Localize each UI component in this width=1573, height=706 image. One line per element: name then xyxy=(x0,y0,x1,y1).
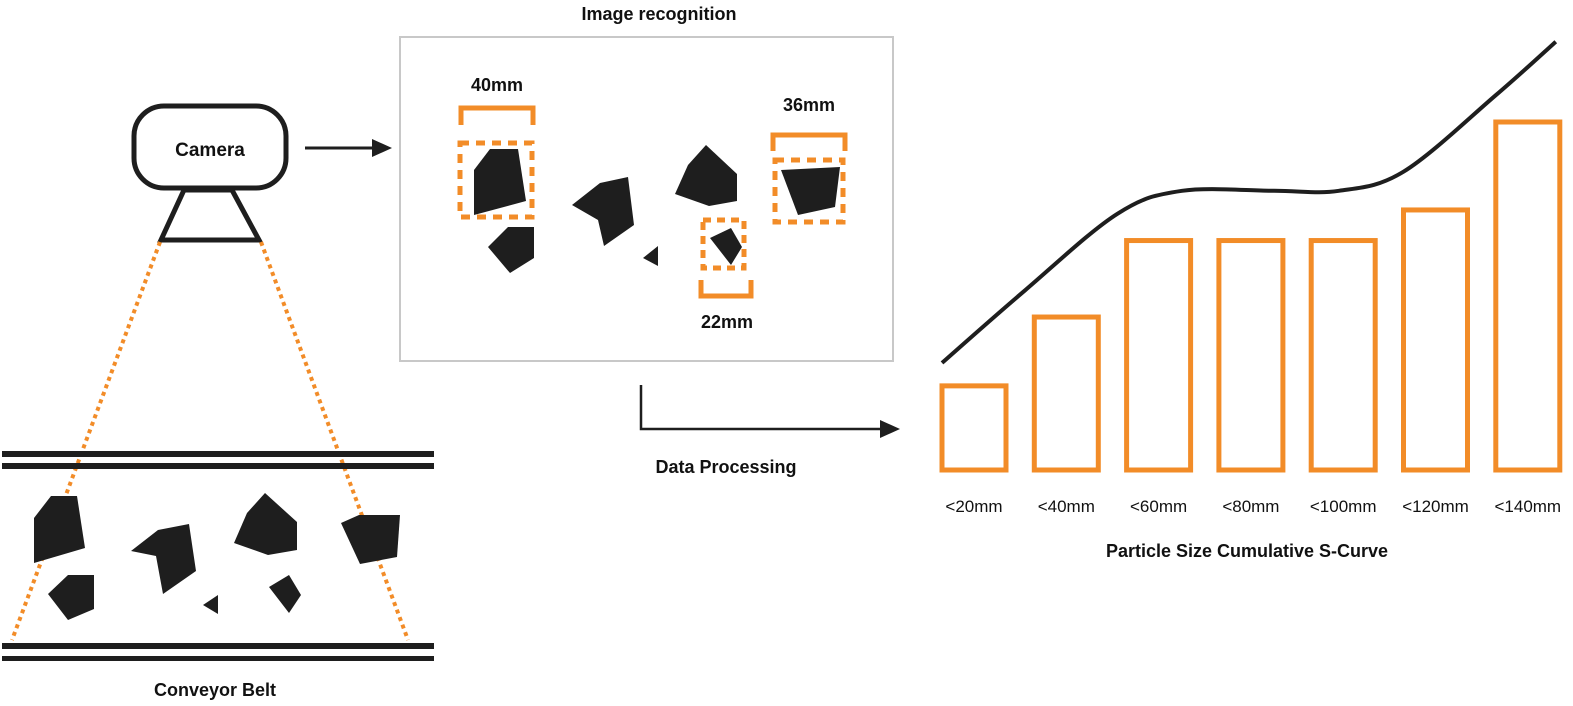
particle xyxy=(488,227,534,273)
s-curve-line xyxy=(940,40,1558,365)
particle xyxy=(781,167,840,215)
x-tick-label: <120mm xyxy=(1402,497,1469,516)
camera-label: Camera xyxy=(175,140,245,161)
belt-rail-bottom-1 xyxy=(2,643,434,649)
particle xyxy=(269,575,301,613)
data-processing-label: Data Processing xyxy=(655,457,796,477)
particle xyxy=(34,496,85,563)
chart-bars xyxy=(939,119,1563,473)
measurement-bracket xyxy=(770,132,848,151)
measurement-label-40mm: 40mm xyxy=(471,75,523,95)
chart-x-tick-labels: <20mm <40mm <60mm <80mm <100mm <120mm <140mm xyxy=(945,497,1561,516)
image-recognition-title: Image recognition xyxy=(581,4,736,24)
particle xyxy=(234,493,297,555)
bounding-box xyxy=(457,140,535,220)
x-tick-label: <80mm xyxy=(1222,497,1279,516)
particle xyxy=(341,515,400,564)
detection-40mm: 40mm xyxy=(457,75,536,220)
camera-lens-mount xyxy=(157,187,264,243)
chart-bar-6 xyxy=(1401,207,1470,473)
data-processing-arrow: Data Processing xyxy=(639,385,900,477)
measurement-bracket xyxy=(458,105,536,125)
camera-to-recognition-arrow xyxy=(305,139,392,157)
image-recognition-panel: Image recognition 40mm 36mm xyxy=(399,4,894,362)
particle xyxy=(203,595,218,614)
measurement-bracket xyxy=(698,280,754,299)
s-curve-chart: <20mm <40mm <60mm <80mm <100mm <120mm <140mm P… xyxy=(939,40,1563,561)
recognized-particles xyxy=(474,145,840,273)
measurement-label-36mm: 36mm xyxy=(783,95,835,115)
particle xyxy=(675,145,737,206)
conveyor-label: Conveyor Belt xyxy=(154,680,276,700)
chart-bar-3 xyxy=(1124,238,1194,473)
chart-title: Particle Size Cumulative S-Curve xyxy=(1106,541,1388,561)
chart-bar-4 xyxy=(1216,238,1286,473)
field-of-view-lines xyxy=(10,241,410,641)
particle xyxy=(474,149,526,215)
conveyor-belt: Conveyor Belt xyxy=(2,451,434,700)
fov-left-line xyxy=(10,241,162,641)
x-tick-label: <40mm xyxy=(1038,497,1095,516)
measurement-label-22mm: 22mm xyxy=(701,312,753,332)
particle xyxy=(710,228,742,265)
detection-22mm: 22mm xyxy=(698,217,754,332)
particle xyxy=(572,177,634,246)
belt-rail-top-2 xyxy=(2,463,434,469)
belt-rail-bottom-2 xyxy=(2,656,434,661)
chart-bar-5 xyxy=(1308,238,1378,473)
belt-particles xyxy=(34,493,400,620)
x-tick-label: <20mm xyxy=(945,497,1002,516)
camera-icon: Camera xyxy=(131,103,289,243)
x-tick-label: <100mm xyxy=(1310,497,1377,516)
fov-right-line xyxy=(259,241,410,641)
particle xyxy=(48,575,94,620)
detection-36mm: 36mm xyxy=(770,95,848,225)
bounding-box xyxy=(772,157,846,225)
bounding-box xyxy=(700,217,747,271)
belt-rail-top-1 xyxy=(2,451,434,457)
chart-bar-2 xyxy=(1031,314,1101,473)
chart-bar-1 xyxy=(939,383,1009,473)
particle xyxy=(131,524,196,594)
x-tick-label: <140mm xyxy=(1494,497,1561,516)
particle xyxy=(643,246,658,266)
chart-bar-7 xyxy=(1493,119,1563,473)
x-tick-label: <60mm xyxy=(1130,497,1187,516)
